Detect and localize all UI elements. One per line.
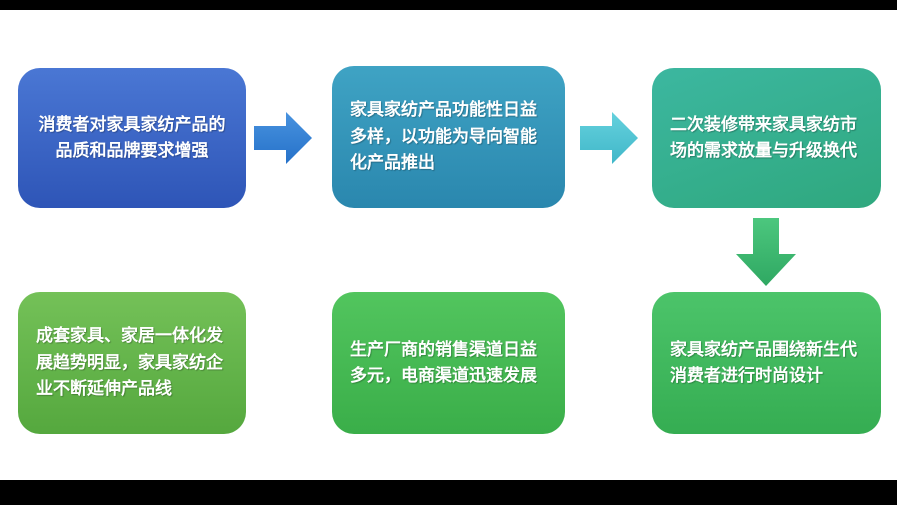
flow-step-2-text: 家具家纺产品功能性日益多样，以功能为导向智能化产品推出 <box>350 100 537 173</box>
flow-step-6: 成套家具、家居一体化发展趋势明显，家具家纺企业不断延伸产品线 <box>18 292 246 434</box>
flow-step-6-text: 成套家具、家居一体化发展趋势明显，家具家纺企业不断延伸产品线 <box>36 326 223 399</box>
flow-step-2: 家具家纺产品功能性日益多样，以功能为导向智能化产品推出 <box>332 66 565 208</box>
flow-step-5: 生产厂商的销售渠道日益多元，电商渠道迅速发展 <box>332 292 565 434</box>
flow-arrow-left-1-icon <box>588 337 646 389</box>
flow-step-4: 家具家纺产品围绕新生代消费者进行时尚设计 <box>652 292 881 434</box>
flow-step-4-text: 家具家纺产品围绕新生代消费者进行时尚设计 <box>670 339 857 385</box>
flow-step-3-text: 二次装修带来家具家纺市场的需求放量与升级换代 <box>670 114 857 160</box>
flow-arrow-right-2-icon <box>580 112 638 164</box>
flow-step-3: 二次装修带来家具家纺市场的需求放量与升级换代 <box>652 68 881 208</box>
bottom-letterbox-bar <box>0 480 897 505</box>
flow-arrow-right-1-icon <box>254 112 312 164</box>
flow-step-5-text: 生产厂商的销售渠道日益多元，电商渠道迅速发展 <box>350 339 537 385</box>
top-letterbox-bar <box>0 0 897 10</box>
flow-arrow-down-icon <box>736 218 796 286</box>
flow-step-1-text: 消费者对家具家纺产品的品质和品牌要求增强 <box>38 114 226 160</box>
flow-step-1: 消费者对家具家纺产品的品质和品牌要求增强 <box>18 68 246 208</box>
